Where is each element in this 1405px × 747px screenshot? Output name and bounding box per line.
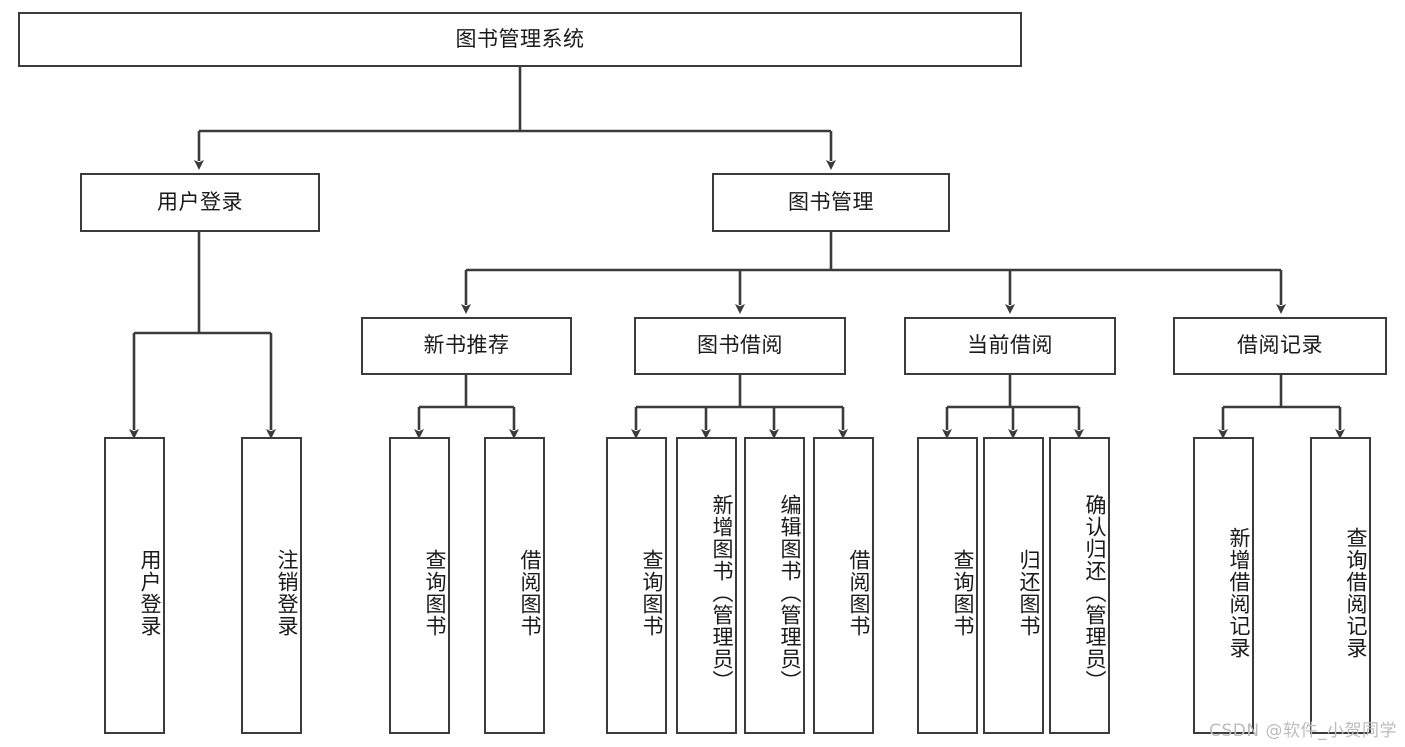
node-label: 编辑图书（管理员）: [778, 493, 802, 692]
node-leaf-borrow-book-recommend[interactable]: 借阅图书: [484, 437, 545, 734]
node-label: 图书管理: [788, 189, 874, 214]
node-borrow-record[interactable]: 借阅记录: [1173, 317, 1387, 375]
node-label: 查询借阅记录: [1344, 526, 1368, 659]
node-label: 借阅记录: [1237, 333, 1323, 358]
node-leaf-user-login[interactable]: 用户登录: [104, 437, 165, 734]
node-label: 注销登录: [275, 548, 299, 637]
node-label: 图书借阅: [697, 333, 783, 358]
node-label: 图书管理系统: [455, 26, 585, 51]
node-label: 新增图书（管理员）: [710, 493, 734, 692]
node-leaf-query-book-borrow[interactable]: 查询图书: [606, 437, 667, 734]
node-leaf-query-borrow-record[interactable]: 查询借阅记录: [1310, 437, 1371, 734]
node-label: 借阅图书: [518, 548, 542, 637]
node-root-system[interactable]: 图书管理系统: [18, 12, 1022, 67]
node-book-manage[interactable]: 图书管理: [712, 173, 950, 232]
node-book-borrow[interactable]: 图书借阅: [634, 317, 846, 375]
node-leaf-return-book[interactable]: 归还图书: [983, 437, 1044, 734]
node-label: 查询图书: [951, 548, 975, 637]
node-leaf-borrow-book[interactable]: 借阅图书: [813, 437, 874, 734]
node-label: 借阅图书: [847, 548, 871, 637]
node-leaf-add-book[interactable]: 新增图书（管理员）: [676, 437, 737, 734]
node-label: 用户登录: [157, 189, 243, 214]
node-leaf-query-book-recommend[interactable]: 查询图书: [389, 437, 450, 734]
node-label: 新增借阅记录: [1227, 526, 1251, 659]
node-leaf-user-logout[interactable]: 注销登录: [241, 437, 302, 734]
csdn-watermark: CSDN @软件_小贺同学: [1209, 721, 1397, 741]
node-leaf-edit-book[interactable]: 编辑图书（管理员）: [744, 437, 805, 734]
node-label: 新书推荐: [423, 333, 510, 358]
node-new-book-recommend[interactable]: 新书推荐: [361, 317, 572, 375]
node-label: 用户登录: [138, 548, 162, 637]
node-label: 查询图书: [423, 548, 447, 637]
node-leaf-query-book-current[interactable]: 查询图书: [917, 437, 978, 734]
node-leaf-confirm-return[interactable]: 确认归还（管理员）: [1049, 437, 1110, 734]
node-label: 当前借阅: [967, 333, 1053, 358]
node-user-login[interactable]: 用户登录: [80, 173, 320, 232]
node-label: 归还图书: [1017, 548, 1041, 637]
node-label: 查询图书: [640, 548, 664, 637]
node-label: 确认归还（管理员）: [1083, 493, 1107, 692]
node-current-borrow[interactable]: 当前借阅: [904, 317, 1116, 375]
node-leaf-add-borrow-record[interactable]: 新增借阅记录: [1193, 437, 1254, 734]
